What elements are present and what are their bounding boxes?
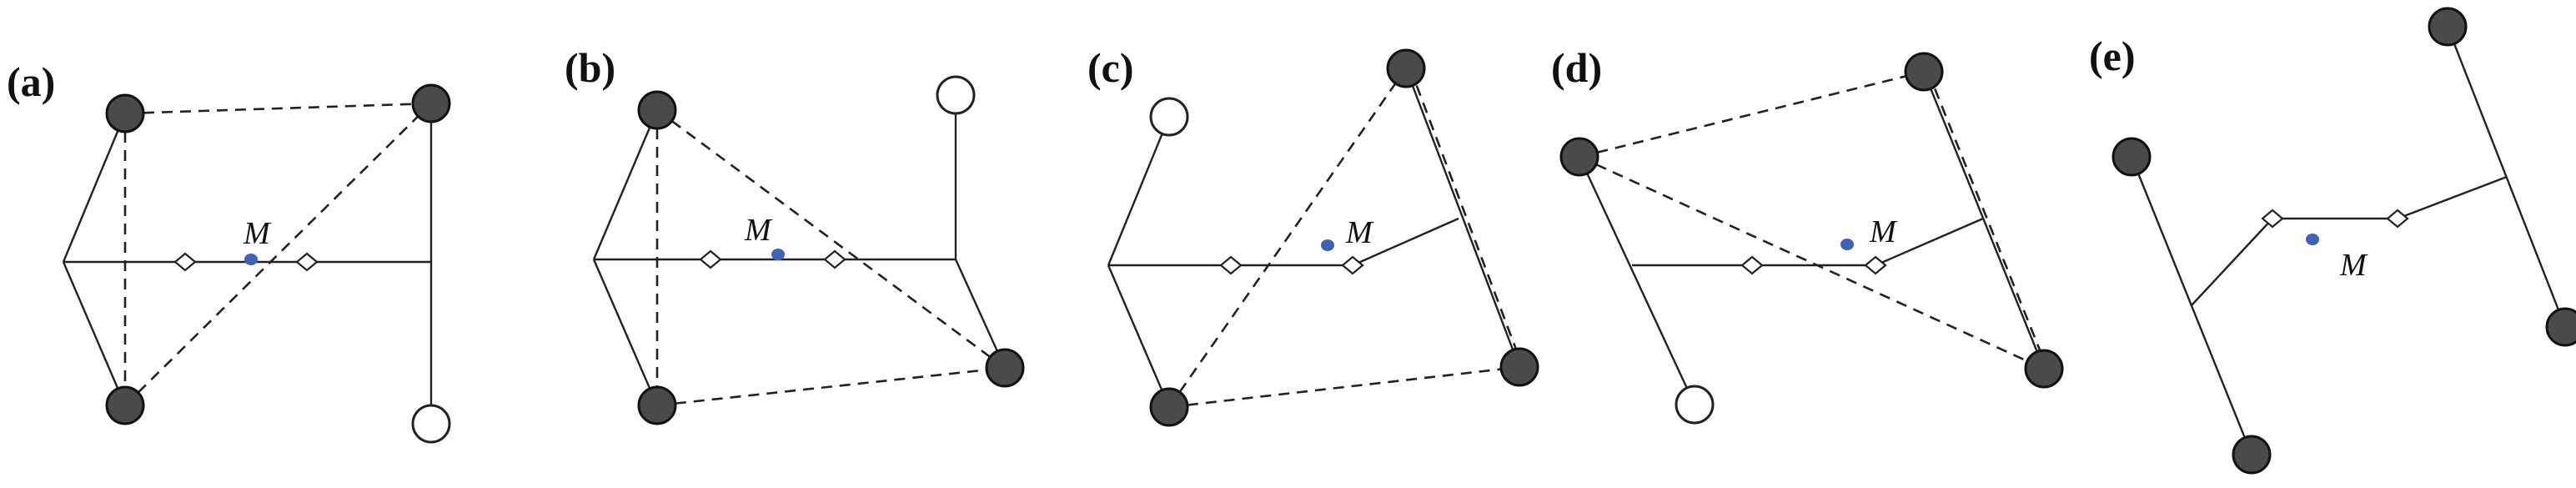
- dashed-edge: [124, 103, 432, 406]
- diamond-node: [1740, 255, 1764, 275]
- filled-node: [637, 385, 677, 425]
- panel-d: (d) M: [1551, 44, 2064, 425]
- dashed-edge: [1579, 70, 1925, 158]
- dashed-edge: [656, 366, 1006, 407]
- filled-node: [1386, 48, 1426, 88]
- dashed-edge: [1579, 155, 2045, 370]
- diamond-node: [699, 249, 722, 269]
- diamond-node: [295, 252, 319, 272]
- dashed-edge: [1409, 68, 1524, 368]
- dashed-edge: [1926, 71, 2049, 370]
- diamond-node: [2261, 209, 2284, 229]
- diamond-node: [1864, 255, 1887, 275]
- diamond-node: [823, 249, 846, 269]
- edge: [2397, 175, 2508, 220]
- panel-e: (e) M: [2089, 7, 2576, 475]
- point-m-label: M: [243, 216, 272, 251]
- filled-node: [1559, 137, 1599, 177]
- panel-label-b: (b): [565, 44, 615, 91]
- open-node: [1149, 97, 1189, 137]
- open-node: [1675, 385, 1715, 425]
- edge: [954, 259, 1007, 369]
- point-m: [244, 254, 258, 265]
- point-m-label: M: [1345, 215, 1374, 250]
- point-m-label: M: [1869, 214, 1898, 249]
- filled-node: [2428, 7, 2468, 47]
- edge: [2130, 156, 2253, 455]
- panel-b: (b) M: [565, 44, 1025, 425]
- filled-node: [1904, 52, 1944, 92]
- filled-node: [1149, 387, 1189, 427]
- point-m: [1840, 239, 1854, 250]
- panel-label-d: (d): [1551, 44, 1602, 91]
- edge: [592, 259, 659, 406]
- diamond-node: [1219, 255, 1243, 275]
- edge: [1404, 68, 1521, 368]
- panel-a: (a) M: [7, 58, 451, 444]
- filled-node: [2232, 435, 2272, 475]
- point-m: [2306, 234, 2319, 245]
- edge: [1922, 71, 2046, 370]
- edge: [1875, 217, 1984, 267]
- filled-node: [985, 348, 1025, 388]
- edge: [1107, 116, 1171, 266]
- filled-node: [2024, 349, 2064, 389]
- edge: [62, 113, 127, 263]
- dashed-edge: [1167, 68, 1408, 408]
- open-node: [936, 75, 976, 115]
- filled-node: [2545, 307, 2576, 347]
- panel-label-e: (e): [2089, 33, 2136, 79]
- diamond-node: [2386, 209, 2409, 229]
- filled-node: [1499, 347, 1539, 387]
- point-m: [1321, 239, 1334, 251]
- point-m-label: M: [2339, 248, 2368, 283]
- diamond-node: [173, 252, 197, 272]
- point-m: [771, 249, 785, 260]
- filled-node: [105, 385, 145, 425]
- filled-node: [105, 93, 145, 133]
- panel-label-a: (a): [7, 58, 55, 105]
- edge: [62, 261, 127, 406]
- open-node: [411, 404, 451, 444]
- edge: [592, 109, 659, 260]
- edge: [2446, 26, 2567, 328]
- edge: [1107, 264, 1171, 408]
- point-m-label: M: [744, 213, 773, 248]
- dashed-edge: [1168, 365, 1520, 409]
- filled-node: [411, 83, 451, 123]
- edge: [1578, 156, 1696, 405]
- filled-node: [637, 90, 677, 130]
- edge: [2191, 218, 2273, 306]
- panel-label-c: (c): [1087, 44, 1134, 91]
- dashed-edge: [656, 108, 1006, 370]
- diamond-node: [1341, 255, 1364, 275]
- edge: [1352, 217, 1459, 267]
- dashed-edge: [124, 102, 432, 115]
- panel-c: (c) M: [1087, 44, 1539, 427]
- filled-node: [2112, 137, 2152, 177]
